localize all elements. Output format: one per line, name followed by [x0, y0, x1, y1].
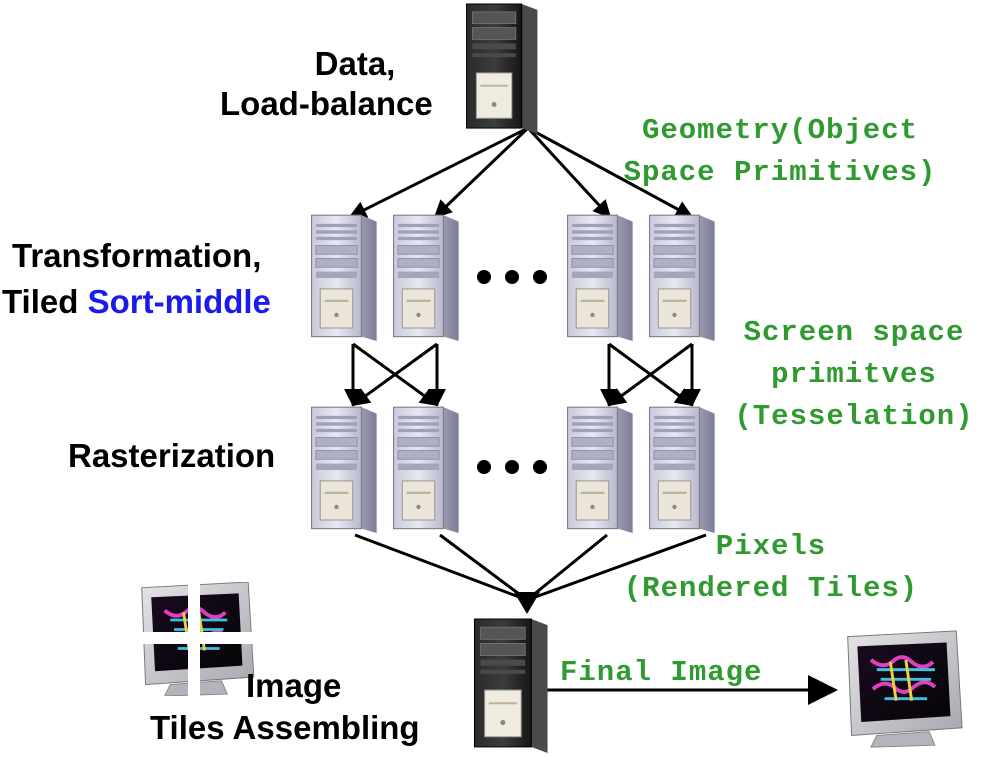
rasterization-label: Rasterization — [68, 437, 276, 474]
server-tower-icon — [310, 214, 378, 341]
exchange-arrows — [344, 342, 701, 407]
pixels-annotation: Pixels (Rendered Tiles) — [623, 530, 919, 605]
sort-middle-text: Sort-middle — [87, 283, 271, 320]
gather-arrows — [354, 533, 707, 614]
tiles-assembling-label: Tiles Assembling — [150, 709, 420, 746]
assembler-server-icon — [473, 618, 549, 753]
final-image-arrow — [545, 675, 838, 705]
data-label: Data, — [314, 45, 396, 82]
load-balancer-server-icon — [465, 3, 539, 134]
load-balance-label: Load-balance — [220, 85, 433, 122]
tiled-sort-middle-label: Tiled Sort-middle — [2, 282, 271, 322]
final-image-annotation: Final Image — [560, 656, 763, 689]
image-label: Image — [246, 667, 342, 704]
server-tower-icon — [648, 406, 716, 533]
screen-space-annotation: Screen space primitves (Tesselation) — [734, 316, 974, 433]
server-tower-icon — [566, 406, 634, 533]
tiled-text: Tiled — [2, 283, 88, 320]
server-tower-icon — [648, 214, 716, 341]
ellipsis-dots-icon — [477, 270, 547, 474]
distribution-arrows — [348, 126, 694, 219]
tiled-monitor-icon — [128, 580, 260, 700]
server-tower-icon — [392, 406, 460, 533]
server-tower-icon — [310, 406, 378, 533]
server-tower-icon — [566, 214, 634, 341]
geometry-annotation: Geometry(Object Space Primitives) — [623, 114, 937, 189]
server-tower-icon — [392, 214, 460, 341]
transformation-label: Transformation, — [12, 237, 262, 274]
final-monitor-icon — [845, 630, 964, 748]
